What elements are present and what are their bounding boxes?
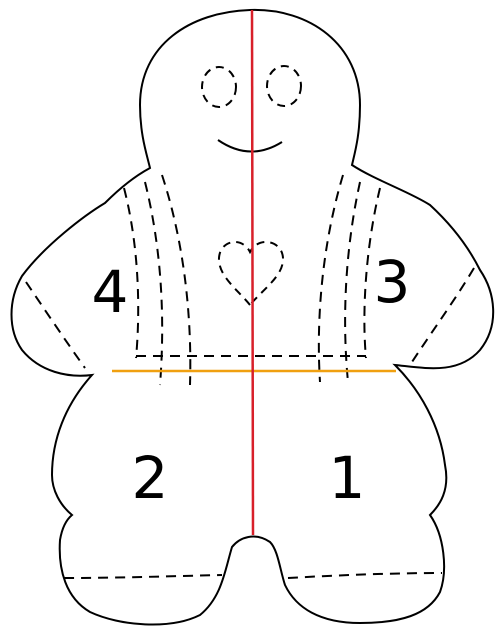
region-label-3: 3 [374,248,411,316]
vertical-divider-line [252,10,253,535]
region-label-2: 2 [132,444,169,512]
region-label-1: 1 [329,444,366,512]
region-label-4: 4 [92,258,129,326]
